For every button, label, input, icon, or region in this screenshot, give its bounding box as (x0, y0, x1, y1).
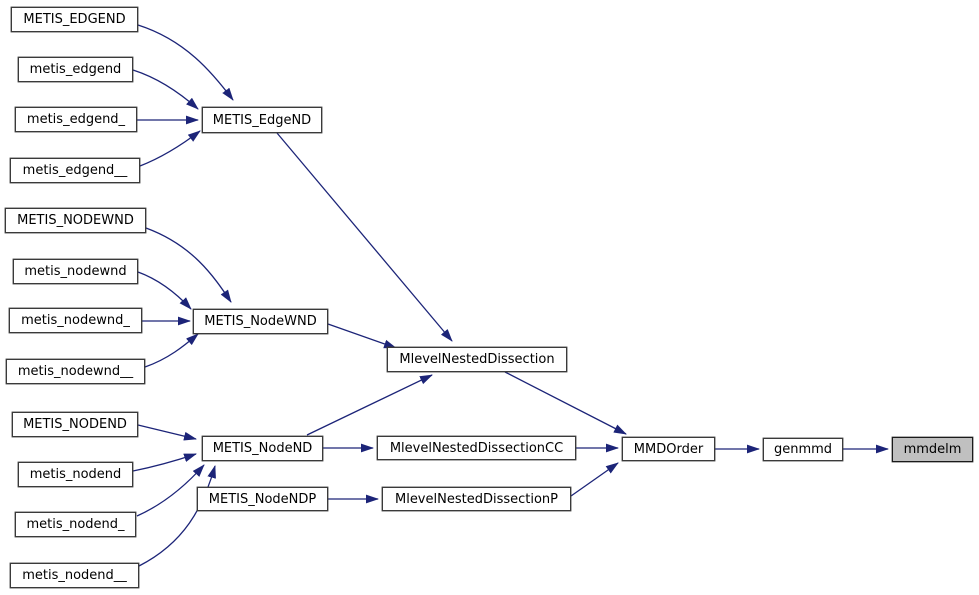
node-metis_nodewnd__[interactable]: metis_nodewnd__ (6, 359, 145, 384)
node-MMDOrder[interactable]: MMDOrder (622, 437, 715, 461)
node-MlevelNestedDissectionCC[interactable]: MlevelNestedDissectionCC (377, 436, 576, 460)
node-metis_nodewnd_[interactable]: metis_nodewnd_ (9, 308, 142, 333)
node-metis_edgend_[interactable]: metis_edgend_ (15, 107, 137, 132)
node-mmdelm: mmdelm (892, 437, 973, 462)
edge-METIS_NODEND-to-METIS_NodeND (137, 424, 197, 441)
edge-METIS_EDGEND-to-METIS_EdgeND (137, 24, 234, 101)
edge-metis_nodend-to-METIS_NodeND (132, 453, 197, 472)
edge-METIS_NODEWND-to-METIS_NodeWND (145, 227, 232, 303)
edge-metis_edgend__-to-METIS_EdgeND (139, 130, 201, 167)
edge-metis_nodewnd-to-METIS_NodeWND (137, 271, 192, 310)
edge-metis_nodend__-to-METIS_NodeND (138, 465, 216, 567)
node-metis_nodend[interactable]: metis_nodend (18, 462, 133, 487)
node-METIS_EDGEND[interactable]: METIS_EDGEND (11, 7, 138, 32)
edge-metis_nodend_-to-METIS_NodeND (136, 464, 205, 517)
node-metis_edgend[interactable]: metis_edgend (18, 57, 133, 82)
node-METIS_EdgeND[interactable]: METIS_EdgeND (202, 107, 322, 133)
edge-MlevelNestedDissection-to-MMDOrder (504, 371, 627, 435)
edge-METIS_NodeND-to-MlevelNestedDissection (306, 374, 433, 436)
node-METIS_NODEWND[interactable]: METIS_NODEWND (5, 208, 146, 233)
edge-metis_edgend-to-METIS_EdgeND (132, 69, 199, 110)
node-METIS_NODEND[interactable]: METIS_NODEND (12, 412, 138, 437)
node-MlevelNestedDissection[interactable]: MlevelNestedDissection (387, 347, 567, 372)
node-metis_nodewnd[interactable]: metis_nodewnd (13, 259, 138, 284)
node-metis_nodend__[interactable]: metis_nodend__ (10, 563, 139, 588)
node-genmmd[interactable]: genmmd (763, 438, 843, 461)
node-METIS_NodeWND[interactable]: METIS_NodeWND (193, 309, 328, 334)
node-metis_edgend__[interactable]: metis_edgend__ (10, 158, 140, 183)
node-metis_nodend_[interactable]: metis_nodend_ (15, 512, 136, 537)
edge-METIS_NodeWND-to-MlevelNestedDissection (327, 323, 397, 349)
node-METIS_NodeNDP[interactable]: METIS_NodeNDP (197, 487, 328, 511)
edge-METIS_EdgeND-to-MlevelNestedDissection (276, 132, 453, 342)
node-MlevelNestedDissectionP[interactable]: MlevelNestedDissectionP (382, 487, 571, 511)
edge-MlevelNestedDissectionP-to-MMDOrder (570, 462, 619, 497)
edge-metis_nodewnd__-to-METIS_NodeWND (144, 333, 199, 368)
node-METIS_NodeND[interactable]: METIS_NodeND (202, 436, 323, 461)
